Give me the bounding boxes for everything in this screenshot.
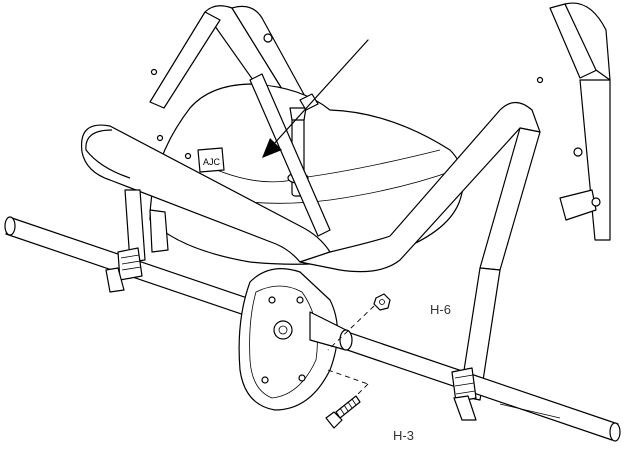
bolt-icon bbox=[325, 395, 361, 429]
right-knob-icon bbox=[451, 367, 477, 421]
label-h3: H-3 bbox=[393, 428, 414, 443]
right-bracket bbox=[559, 189, 601, 221]
center-post bbox=[249, 73, 331, 237]
wheel-hub-icon bbox=[238, 268, 353, 411]
handle-frame bbox=[80, 101, 541, 401]
top-nut bbox=[299, 93, 319, 111]
left-knob-icon bbox=[105, 247, 143, 293]
frame-bolts bbox=[150, 33, 583, 160]
nut-icon bbox=[373, 293, 391, 311]
svg-text:AJC: AJC bbox=[203, 157, 221, 167]
left-strut bbox=[124, 189, 169, 263]
direction-arrow-icon bbox=[262, 39, 369, 158]
label-h6: H-6 bbox=[430, 302, 451, 317]
